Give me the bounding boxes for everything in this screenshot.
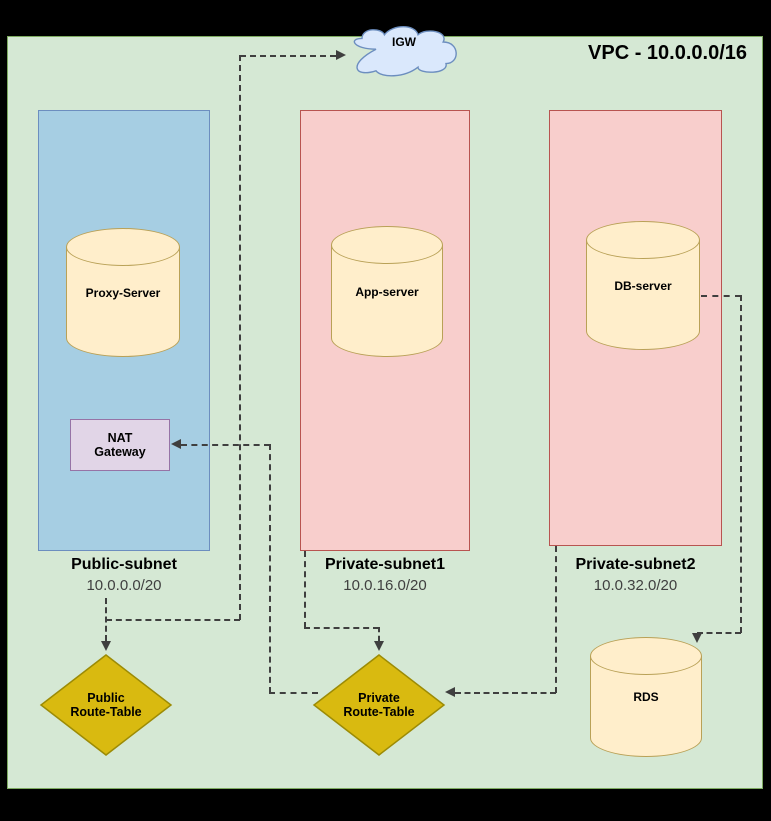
subnet-private2-name: Private-subnet2 xyxy=(575,556,696,573)
rds-label: RDS xyxy=(633,690,659,704)
db-server-label: DB-server xyxy=(614,278,672,293)
connector-db-to-rds-bottom xyxy=(697,632,741,634)
subnet-public-name: Public-subnet xyxy=(71,556,177,573)
arrowhead-into-rds xyxy=(692,633,702,643)
igw-cloud: IGW xyxy=(348,6,460,78)
app-server-label: App-server xyxy=(355,284,419,299)
nat-gateway: NAT Gateway xyxy=(70,419,170,471)
connector-public-rt-elbow xyxy=(106,619,240,621)
cylinder-top xyxy=(590,637,702,675)
nat-gateway-label: NAT Gateway xyxy=(94,431,146,459)
connector-subnet1-elbow xyxy=(304,627,379,629)
arrowhead-into-public-rt xyxy=(101,641,111,651)
connector-db-to-rds-top xyxy=(701,295,741,297)
cylinder-top xyxy=(66,228,180,266)
connector-to-nat xyxy=(181,444,270,446)
cylinder-top xyxy=(586,221,700,259)
private-route-table: Private Route-Table xyxy=(312,653,446,757)
public-route-table: Public Route-Table xyxy=(39,653,173,757)
app-server-cylinder: App-server xyxy=(331,226,443,357)
private-route-table-label: Private Route-Table xyxy=(343,691,415,719)
diamond-shape xyxy=(39,654,173,756)
connector-db-to-rds-vertical xyxy=(740,295,742,633)
vpc-title: VPC - 10.0.0.0/16 xyxy=(588,42,747,64)
arrowhead-into-private-rt-right xyxy=(445,687,455,697)
subnet-private1-cidr: 10.0.16.0/20 xyxy=(343,577,427,594)
diamond-shape xyxy=(312,654,446,756)
connector-igw-top xyxy=(240,55,336,57)
db-server-cylinder: DB-server xyxy=(586,221,700,350)
arrowhead-into-igw xyxy=(336,50,346,60)
connector-private-rt-to-nat-vertical xyxy=(269,444,271,693)
cylinder-top xyxy=(331,226,443,264)
public-route-table-label: Public Route-Table xyxy=(70,691,142,719)
subnet-private2-cidr: 10.0.32.0/20 xyxy=(593,577,678,594)
connector-private-rt-to-nat-horizontal xyxy=(269,692,318,694)
connector-subnet1-down xyxy=(304,551,306,628)
rds-cylinder: RDS xyxy=(590,637,702,757)
igw-label: IGW xyxy=(392,35,416,49)
subnet-private1-name: Private-subnet1 xyxy=(324,556,446,573)
connector-subnet2-down xyxy=(555,546,557,693)
connector-public-subnet-to-rt xyxy=(105,598,107,641)
connector-igw-to-public-rt xyxy=(239,55,241,620)
proxy-server-cylinder: Proxy-Server xyxy=(66,228,180,357)
connector-subnet2-to-private-rt xyxy=(455,692,556,694)
subnet-public-cidr: 10.0.0.0/20 xyxy=(86,577,162,594)
arrowhead-into-nat xyxy=(171,439,181,449)
arrowhead-into-private-rt xyxy=(374,641,384,651)
cloud-shape xyxy=(348,6,460,78)
proxy-server-label: Proxy-Server xyxy=(85,285,161,300)
connector-subnet1-to-private-rt xyxy=(378,627,380,641)
